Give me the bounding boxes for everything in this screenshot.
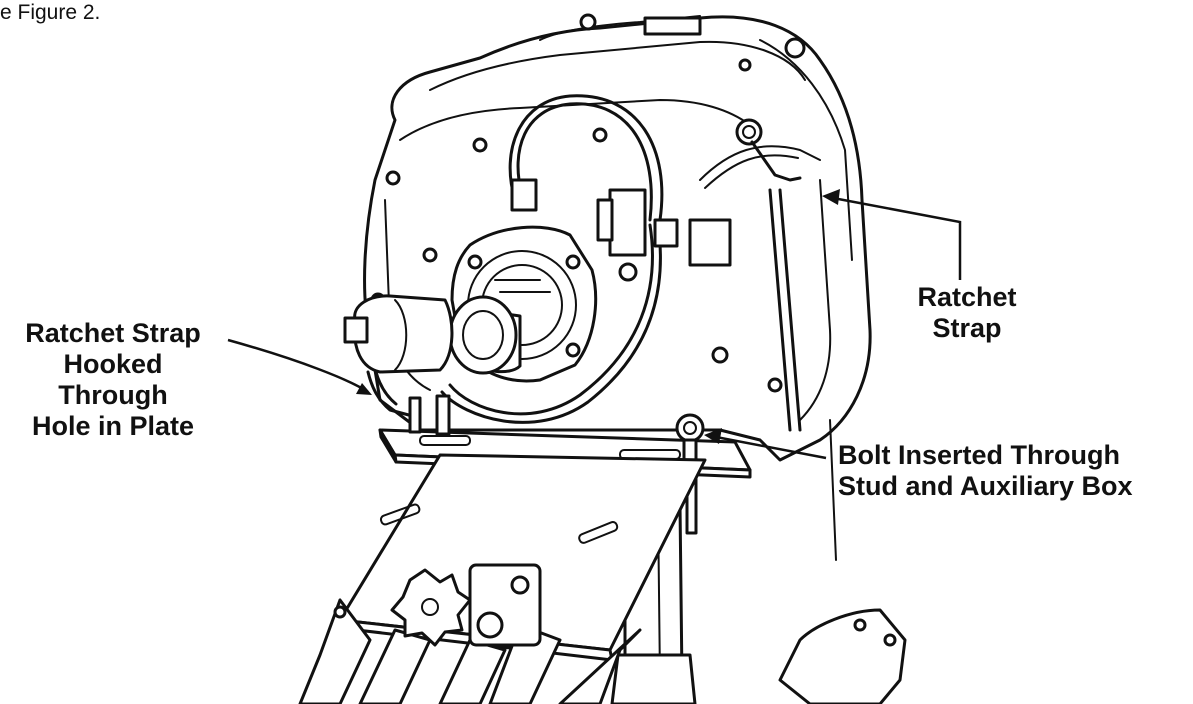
callout-line: Bolt Inserted Through <box>838 440 1120 470</box>
top-fittings <box>579 13 806 72</box>
jack-knob <box>390 568 472 647</box>
callout-line: Strap <box>932 313 1002 343</box>
callout-line: Through <box>58 380 168 410</box>
callout-ratchet-strap: Ratchet Strap <box>902 282 1032 344</box>
arrowhead-ratchet-strap-hooked <box>356 383 372 395</box>
jack-linkage <box>468 563 542 647</box>
auxiliary-box-bolt <box>675 413 705 535</box>
callout-line: Stud and Auxiliary Box <box>838 471 1133 501</box>
leader-bolt-inserted <box>715 435 827 460</box>
arrowhead-ratchet-strap <box>822 189 840 205</box>
side-valve <box>343 294 454 374</box>
leader-ratchet-strap <box>832 196 962 280</box>
strap-loop-left <box>366 370 422 420</box>
callout-line: Ratchet <box>917 282 1017 312</box>
callout-line: Hooked <box>63 349 163 379</box>
callout-line: Hole in Plate <box>31 411 195 441</box>
callout-line: Ratchet Strap <box>25 318 201 348</box>
leader-ratchet-strap-hooked <box>227 338 369 394</box>
sensor-connectors <box>510 178 732 282</box>
callout-bolt-inserted: Bolt Inserted Through Stud and Auxiliary… <box>838 440 1133 502</box>
ratchet-strap-buckle <box>735 118 837 561</box>
figure-reference-text: e Figure 2. <box>0 1 101 24</box>
callout-ratchet-strap-hooked: Ratchet Strap Hooked Through Hole in Pla… <box>0 318 226 442</box>
input-shaft <box>448 279 551 375</box>
jack-frame-arms <box>298 598 907 704</box>
leader-lines <box>227 189 962 460</box>
arrowhead-bolt-inserted <box>704 428 722 444</box>
wiring-harness <box>440 94 821 424</box>
